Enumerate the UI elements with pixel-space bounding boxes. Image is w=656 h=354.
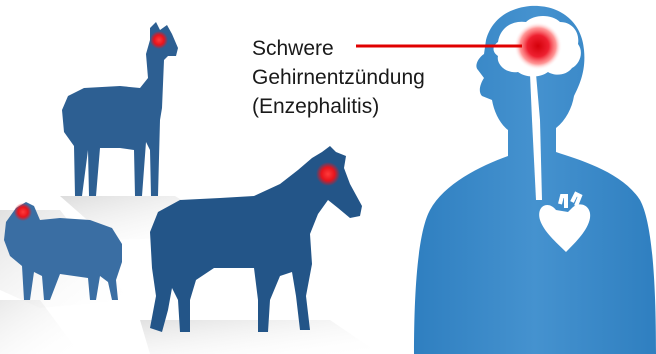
infection-spot-icon: [150, 31, 168, 49]
label-line-1: Schwere: [252, 34, 425, 63]
label-line-2: Gehirnentzündung: [252, 63, 425, 92]
infection-spot-icon: [316, 162, 340, 186]
label-line-3: (Enzephalitis): [252, 92, 425, 121]
diagnosis-label: Schwere Gehirnentzündung (Enzephalitis): [252, 34, 425, 121]
infection-spot-icon: [14, 203, 32, 221]
